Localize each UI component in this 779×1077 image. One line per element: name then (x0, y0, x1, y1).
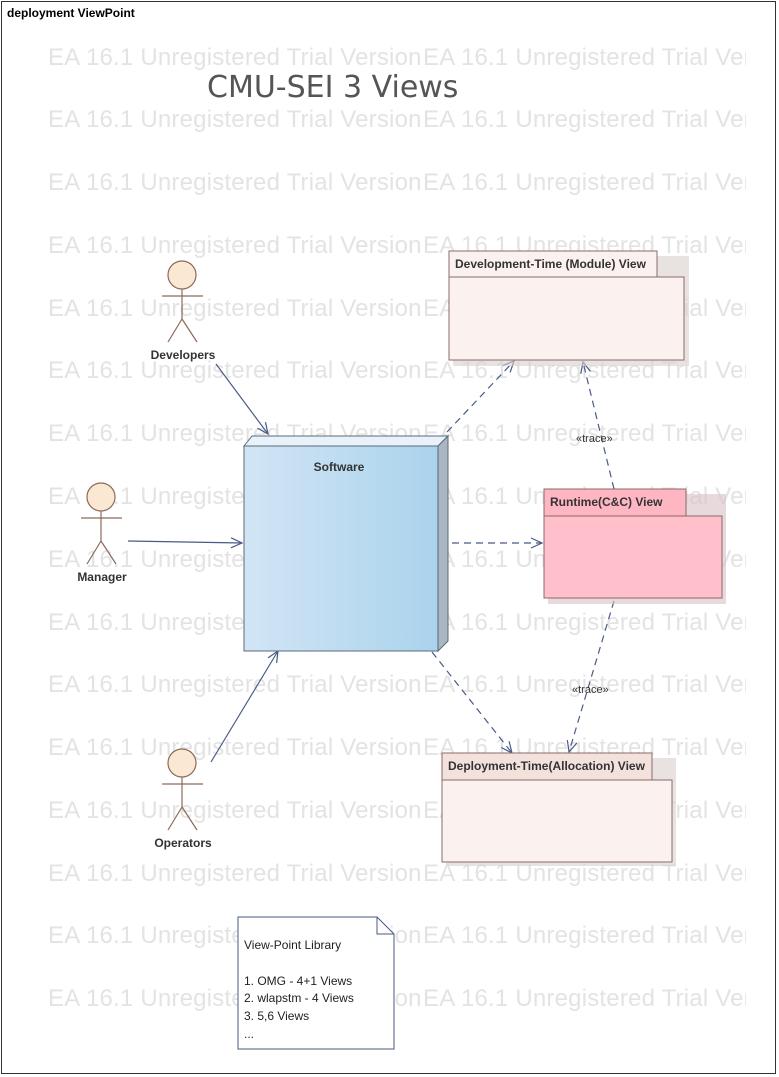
watermark-text: EA 16.1 Unregistered Trial Version (423, 420, 746, 447)
package-runtime-label: Runtime(C&C) View (550, 495, 663, 509)
trace-label-upper: «trace» (576, 433, 613, 445)
actor-operators[interactable]: Operators (154, 748, 212, 850)
watermark-text: EA 16.1 Unregistered Trial Version (423, 671, 746, 698)
watermark-row: EA 16.1 Unregistered Trial VersionEA 16.… (48, 420, 746, 448)
watermark-text: EA 16.1 Unregistered Trial Version (48, 295, 422, 322)
package-deployment-time-label: Deployment-Time(Allocation) View (448, 759, 646, 773)
watermark-text: EA 16.1 Unregistered Trial Version (423, 106, 746, 133)
note-item: 2. wlapstm - 4 Views (244, 991, 354, 1005)
watermark-row: EA 16.1 Unregistered Trial VersionEA 16.… (48, 44, 746, 72)
watermark-text: EA 16.1 Unregistered Trial Version (48, 860, 422, 887)
watermark-row: EA 16.1 Unregistered Trial VersionEA 16.… (48, 671, 746, 699)
trace-label-lower: «trace» (572, 684, 609, 696)
actor-manager[interactable]: Manager (77, 482, 127, 584)
watermark-text: EA 16.1 Unregistered Trial Version (48, 44, 422, 71)
actor-developers[interactable]: Developers (151, 260, 216, 362)
note-item: ... (244, 1027, 255, 1041)
package-deployment-time[interactable]: Deployment-Time(Allocation) View (441, 752, 676, 866)
watermark-text: EA 16.1 Unregistered Trial Version (48, 734, 422, 761)
association-operators-software (210, 649, 279, 763)
software-node[interactable]: Software (242, 434, 450, 653)
watermark-text: EA 16.1 Unregistered Trial Version (48, 106, 422, 133)
watermark-text: EA 16.1 Unregistered Trial Version (48, 357, 422, 384)
note-item: 1. OMG - 4+1 Views (244, 974, 353, 988)
watermark-text: EA 16.1 Unregistered Trial Version (423, 169, 746, 196)
trace-runtime-deploy (566, 600, 615, 754)
association-developers-software (215, 363, 269, 436)
watermark-layer: EA 16.1 Unregistered Trial VersionEA 16.… (48, 0, 746, 1077)
watermark-row: EA 16.1 Unregistered Trial VersionEA 16.… (48, 169, 746, 197)
watermark-row: EA 16.1 Unregistered Trial VersionEA 16.… (48, 106, 746, 134)
watermark-text: EA 16.1 Unregistered Trial Version (423, 922, 746, 949)
association-manager-software (127, 537, 244, 549)
actor-manager-label: Manager (77, 570, 127, 584)
actor-operators-label: Operators (154, 836, 212, 850)
dependency-software-dev (446, 359, 515, 433)
frame-label: deployment ViewPoint (7, 6, 135, 20)
watermark-text: EA 16.1 Unregistered Trial Version (48, 671, 422, 698)
note-item: 3. 5,6 Views (244, 1009, 310, 1023)
watermark-text: EA 16.1 Unregistered Trial Version (423, 44, 746, 71)
software-node-label: Software (314, 460, 365, 474)
diagram-title: CMU-SEI 3 Views (207, 70, 459, 105)
watermark-text: EA 16.1 Unregistered Trial Version (423, 609, 746, 636)
watermark-text: EA 16.1 Unregistered Trial Version (423, 985, 746, 1012)
actor-developers-label: Developers (151, 348, 216, 362)
watermark-text: EA 16.1 Unregistered Trial Version (48, 232, 422, 259)
note-viewpoint-library[interactable] (237, 916, 395, 1050)
watermark-text: EA 16.1 Unregistered Trial Version (48, 797, 422, 824)
package-development-time-label: Development-Time (Module) View (455, 257, 647, 271)
dependency-software-deploy (431, 651, 513, 755)
watermark-text: EA 16.1 Unregistered Trial Version (48, 169, 422, 196)
package-runtime[interactable]: Runtime(C&C) View (543, 488, 726, 604)
trace-runtime-dev (580, 360, 615, 490)
note-title: View-Point Library (244, 938, 342, 952)
package-development-time[interactable]: Development-Time (Module) View (448, 250, 689, 366)
